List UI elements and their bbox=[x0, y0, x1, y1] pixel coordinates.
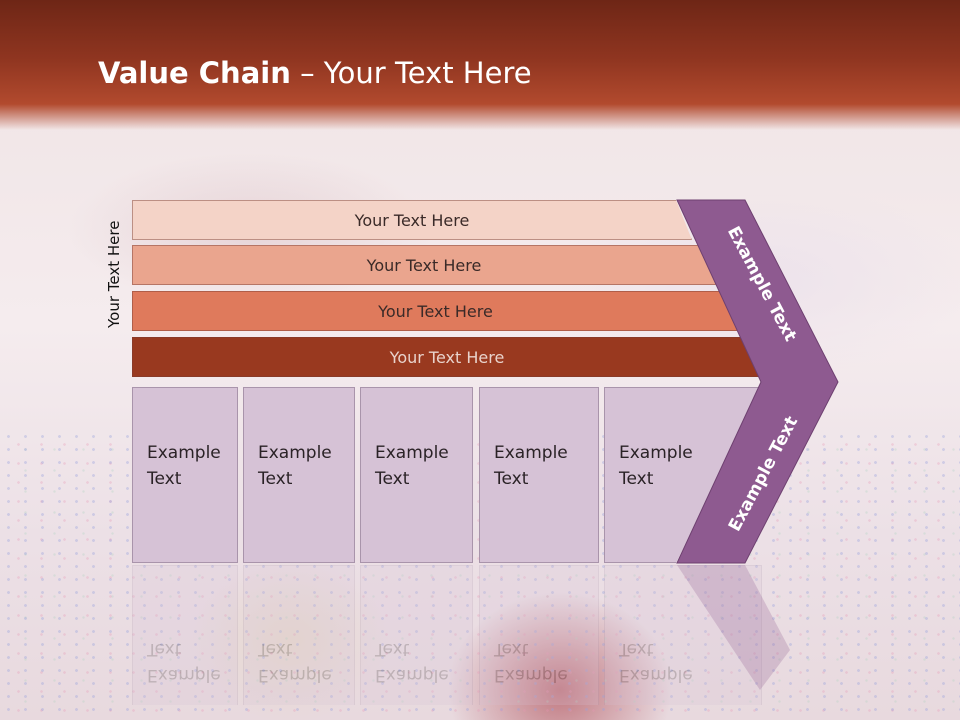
example-box-1[interactable]: Example Text bbox=[132, 387, 238, 563]
slide-title[interactable]: Value Chain – Your Text Here bbox=[98, 56, 532, 90]
example-box-5-line2: Text bbox=[619, 469, 654, 489]
example-box-2-line1: Example bbox=[258, 443, 332, 463]
example-box-4-line1: Example bbox=[494, 443, 568, 463]
reflect-box-5-line1: Example bbox=[619, 665, 693, 685]
example-box-2[interactable]: Example Text bbox=[243, 387, 355, 563]
value-bar-2-label: Your Text Here bbox=[366, 255, 482, 275]
value-bar-2[interactable]: Your Text Here bbox=[132, 245, 716, 285]
value-bar-3[interactable]: Your Text Here bbox=[132, 291, 739, 331]
value-bar-3-label: Your Text Here bbox=[378, 301, 493, 321]
reflect-box-4: Example Text bbox=[479, 565, 599, 705]
reflect-box-4-line1: Example bbox=[494, 665, 568, 685]
reflect-box-2-line2: Text bbox=[258, 639, 293, 659]
side-label[interactable]: Your Text Here bbox=[105, 220, 123, 328]
value-bar-4-label: Your Text Here bbox=[389, 347, 505, 367]
value-bar-1-label: Your Text Here bbox=[354, 210, 470, 230]
reflect-box-3-line2: Text bbox=[375, 639, 410, 659]
example-box-3-line2: Text bbox=[375, 469, 410, 489]
example-box-1-line2: Text bbox=[147, 469, 182, 489]
boxes-reflection: Example Text Example Text Example Text E… bbox=[0, 565, 960, 705]
title-bold: Value Chain bbox=[98, 56, 291, 90]
example-box-1-line1: Example bbox=[147, 443, 221, 463]
reflect-box-2-line1: Example bbox=[258, 665, 332, 685]
reflect-box-1-line1: Example bbox=[147, 665, 221, 685]
value-bar-4[interactable]: Your Text Here bbox=[132, 337, 762, 377]
reflect-box-4-line2: Text bbox=[494, 639, 529, 659]
example-box-5-line1: Example bbox=[619, 443, 693, 463]
title-band bbox=[0, 0, 960, 130]
value-bar-1[interactable]: Your Text Here bbox=[132, 200, 692, 240]
reflect-box-1: Example Text bbox=[132, 565, 238, 705]
example-box-4[interactable]: Example Text bbox=[479, 387, 599, 563]
reflect-box-5-line2: Text bbox=[619, 639, 654, 659]
reflect-box-3-line1: Example bbox=[375, 665, 449, 685]
reflect-box-1-line2: Text bbox=[147, 639, 182, 659]
reflect-box-3: Example Text bbox=[360, 565, 473, 705]
reflect-box-5: Example Text bbox=[604, 565, 762, 705]
example-box-3[interactable]: Example Text bbox=[360, 387, 473, 563]
reflect-box-2: Example Text bbox=[243, 565, 355, 705]
example-box-4-line2: Text bbox=[494, 469, 529, 489]
example-box-3-line1: Example bbox=[375, 443, 449, 463]
title-rest: – Your Text Here bbox=[290, 56, 532, 90]
example-box-2-line2: Text bbox=[258, 469, 293, 489]
